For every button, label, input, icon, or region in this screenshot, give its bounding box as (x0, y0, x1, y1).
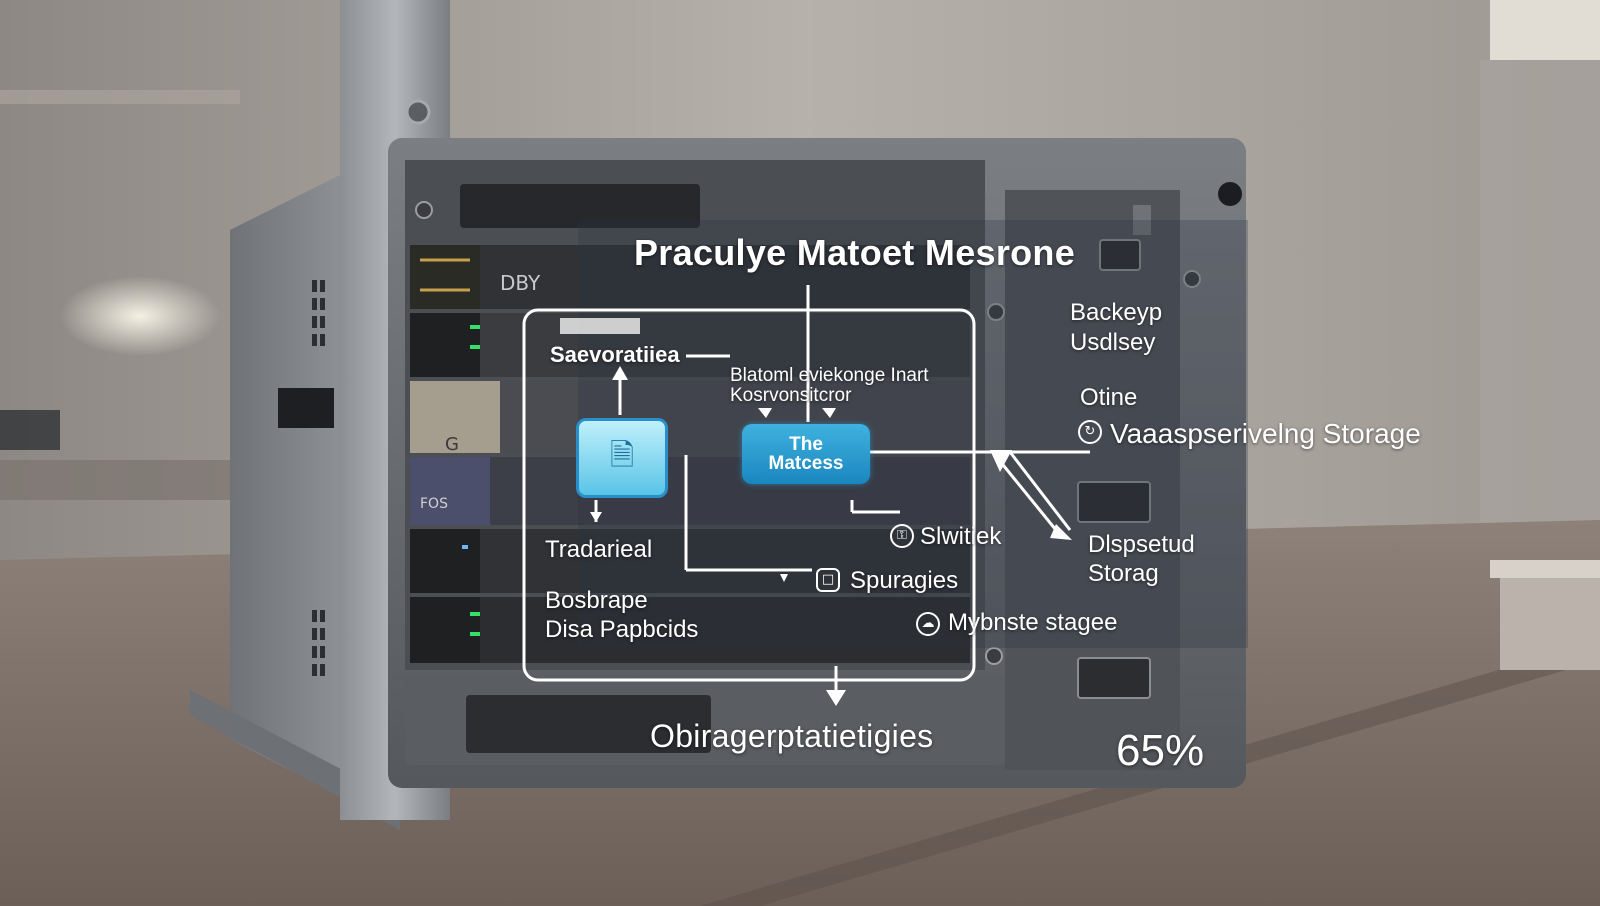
monitor-left (0, 410, 60, 450)
side-vents (312, 280, 325, 676)
lamp-right (1490, 0, 1600, 60)
backup-label-line2: Usdlsey (1070, 329, 1156, 356)
percent-readout: 65% (1116, 726, 1205, 775)
left-bottom-line1: Bosbrape (545, 587, 648, 614)
side-slot (278, 388, 334, 428)
left-top-label: Saevoratiiea (550, 342, 680, 367)
process-box: The Matcess (742, 424, 870, 484)
process-box-line1: The (789, 434, 823, 455)
overlay-frame (522, 308, 976, 682)
drive-label-0: DBY (500, 271, 541, 295)
right-port-top (1099, 239, 1141, 271)
drive-label-2: G (445, 434, 459, 455)
dispersed-label-line2: Storag (1088, 560, 1159, 587)
storage-label: Vaaaspserivelng Storage (1110, 418, 1421, 449)
drive-leds (462, 325, 480, 636)
left-bottom-line2: Disa Papbcids (545, 616, 699, 643)
panel-screw-3 (985, 647, 1003, 665)
document-node-box: 🗎 (576, 418, 668, 498)
bottom-slot (466, 695, 711, 753)
overlay-tab (560, 318, 640, 334)
shelf-left (0, 90, 240, 104)
right-port-mid (1077, 481, 1151, 523)
document-icon: 🗎 (609, 437, 635, 473)
corner-screw (1218, 182, 1242, 206)
cloud-icon: ☁ (916, 612, 940, 636)
shelf-left-lower (0, 460, 250, 500)
drive-bays (410, 245, 970, 663)
right-port-low (1077, 657, 1151, 699)
box-right (1500, 570, 1600, 670)
sync-icon: ↻ (1078, 420, 1102, 444)
mybnste-label: Mybnste stagee (948, 609, 1118, 636)
dispersed-label-line1: Dlspsetud (1088, 531, 1195, 558)
right-vent (1133, 205, 1151, 235)
center-label-line1: Blatoml eviekonge Inart (730, 365, 929, 386)
overlay-dark (578, 220, 1248, 648)
storage-icon: □ (816, 568, 840, 592)
wall-panel-right (1480, 60, 1600, 560)
center-label-line2: Kosrvonsitcror (730, 385, 852, 406)
top-screw (415, 201, 433, 219)
drive-label-3: FOS (420, 496, 448, 512)
post-screw (405, 99, 431, 125)
panel-screw-1 (987, 303, 1005, 321)
arrowheads (590, 366, 1072, 706)
diagram-title: Praculye Matoet Mesrone (634, 232, 1076, 273)
online-label: Otine (1080, 384, 1138, 411)
backup-label-line1: Backeyp (1070, 299, 1163, 326)
box-right-top (1490, 560, 1600, 578)
switch-label: Slwitiek (920, 523, 1002, 550)
top-bay (460, 184, 700, 228)
switch-icon: ⚿ (890, 524, 914, 548)
lamp-left (60, 276, 220, 356)
left-mid-label: Tradarieal (545, 536, 653, 563)
panel-screw-2 (1183, 270, 1201, 288)
bottom-label: Obiragerptatietigies (650, 718, 934, 754)
spurages-label: Spuragies (850, 567, 959, 594)
process-box-line2: Matcess (768, 453, 844, 474)
